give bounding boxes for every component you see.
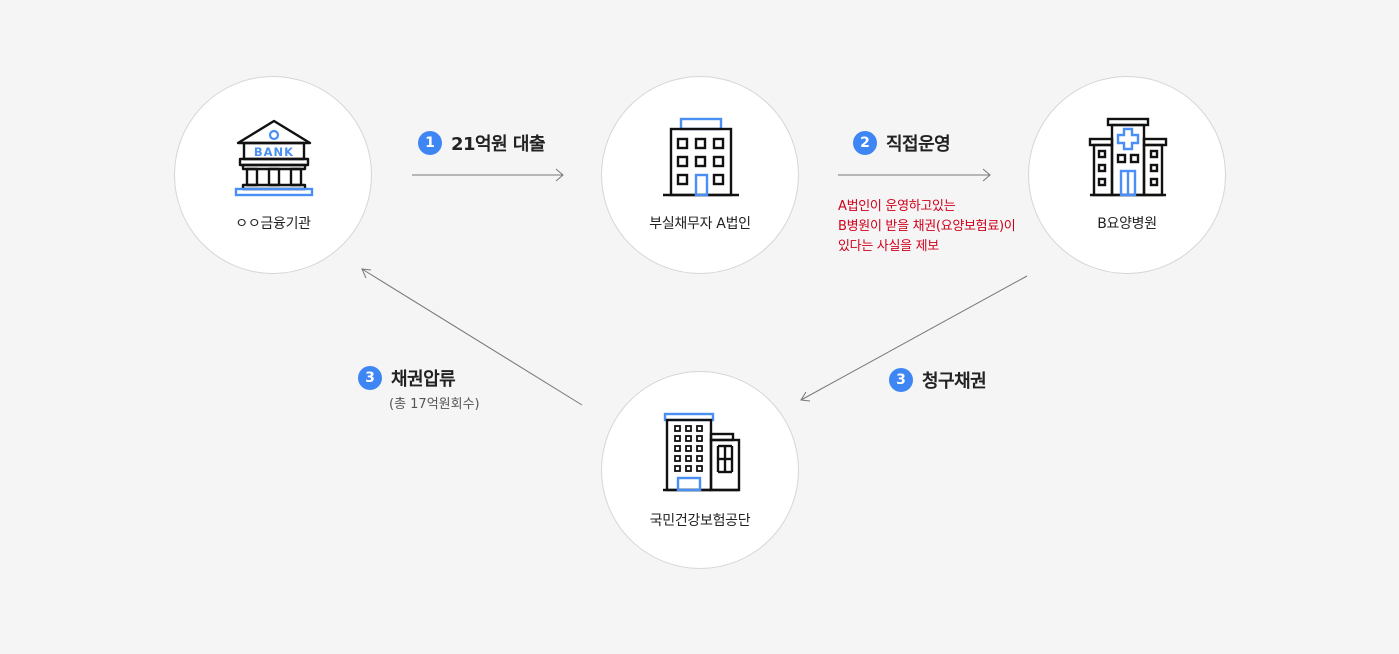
step-operate: 2 직접운영 <box>853 130 951 156</box>
step-loan: 1 21억원 대출 <box>418 130 546 156</box>
step-claim-badge: 3 <box>889 368 913 392</box>
report-note: A법인이 운영하고있는 B병원이 받을 채권(요양보험료)이 있다는 사실을 제… <box>838 197 1016 257</box>
step-seize-badge: 3 <box>358 366 382 390</box>
step-loan-badge: 1 <box>418 131 442 155</box>
node-company: 부실채무자 A법인 <box>601 76 799 274</box>
report-note-line3: 있다는 사실을 제보 <box>838 239 939 254</box>
step-loan-label: 21억원 대출 <box>451 134 546 155</box>
step-seize: 3 채권압류 <box>358 365 456 391</box>
step-claim: 3 청구채권 <box>889 367 987 393</box>
arrow-seize <box>361 268 583 406</box>
step-seize-label: 채권압류 <box>391 369 456 390</box>
step-operate-badge: 2 <box>853 131 877 155</box>
report-note-line2: B병원이 받을 채권(요양보험료)이 <box>838 219 1016 234</box>
node-hospital-label: B요양병원 <box>1097 216 1157 232</box>
arrow-operate-head <box>982 168 991 182</box>
arrow-loan-head <box>555 168 564 182</box>
node-bank-label: ㅇㅇ금융기관 <box>235 216 311 232</box>
node-company-label: 부실채무자 A법인 <box>649 216 751 232</box>
step-operate-label: 직접운영 <box>886 134 951 155</box>
node-nhis: 국민건강보험공단 <box>601 371 799 569</box>
node-nhis-label: 국민건강보험공단 <box>649 513 751 529</box>
arrow-claim-head <box>800 391 811 402</box>
report-note-line1: A법인이 운영하고있는 <box>838 199 956 214</box>
node-bank: BANK ㅇㅇ금융기관 <box>174 76 372 274</box>
hospital-icon <box>1088 117 1168 197</box>
office-building-icon <box>663 117 739 197</box>
arrow-seize-head <box>361 268 372 279</box>
bank-icon: BANK <box>234 119 314 197</box>
tall-building-icon <box>663 412 741 492</box>
step-seize-note: (총 17억원회수) <box>389 397 480 412</box>
node-hospital: B요양병원 <box>1028 76 1226 274</box>
arrow-claim <box>800 275 1028 401</box>
bank-sign-text: BANK <box>254 145 294 159</box>
step-claim-label: 청구채권 <box>922 371 987 392</box>
